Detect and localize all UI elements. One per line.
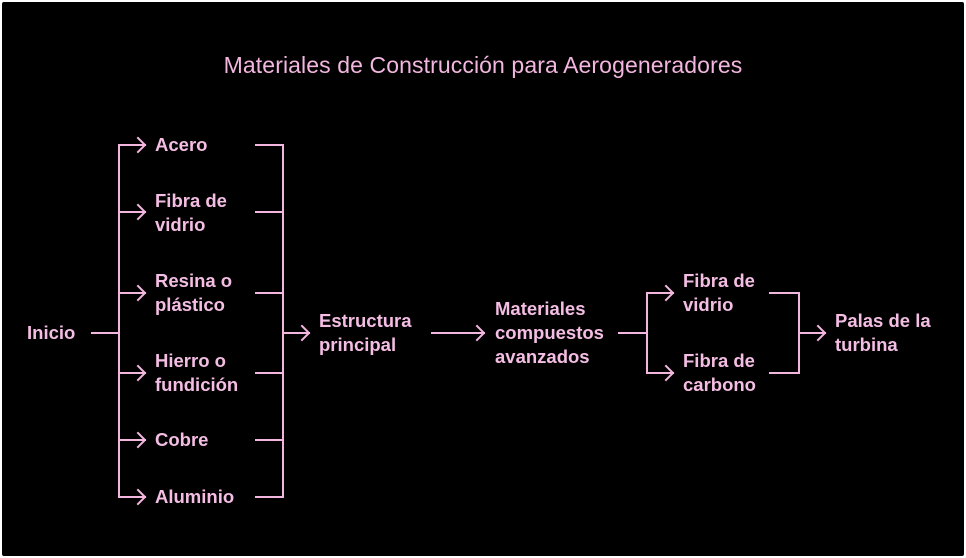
arrow-resina (118, 284, 147, 302)
node-inicio: Inicio (27, 322, 76, 343)
arrow-fibra-carbono (646, 364, 675, 382)
node-estructura-principal: Estructura principal (319, 310, 412, 355)
arrow-fibra-vidrio-2 (646, 284, 675, 302)
diagram-title: Materiales de Construcción para Aerogene… (223, 52, 743, 78)
node-aluminio: Aluminio (155, 486, 235, 507)
arrow-fibra-vidrio-1 (118, 203, 147, 221)
arrow-acero (118, 136, 147, 154)
node-fibra-carbono: Fibra de carbono (683, 350, 756, 395)
arrow-hierro (118, 364, 147, 382)
node-materiales-compuestos: Materiales compuestos avanzados (495, 298, 604, 367)
node-fibra-vidrio-1: Fibra de vidrio (155, 190, 227, 235)
node-fibra-vidrio-2: Fibra de vidrio (683, 270, 755, 315)
arrow-palas (798, 324, 827, 342)
node-cobre: Cobre (155, 429, 209, 450)
node-acero: Acero (155, 134, 208, 155)
node-hierro-fundicion: Hierro o fundición (155, 350, 239, 395)
arrow-cobre (118, 431, 147, 449)
arrow-aluminio (118, 488, 147, 506)
arrow-estructura (282, 324, 311, 342)
node-palas-turbina: Palas de la turbina (835, 310, 931, 355)
arrow-compuestos (431, 324, 486, 342)
node-resina-plastico: Resina o plástico (155, 270, 233, 315)
